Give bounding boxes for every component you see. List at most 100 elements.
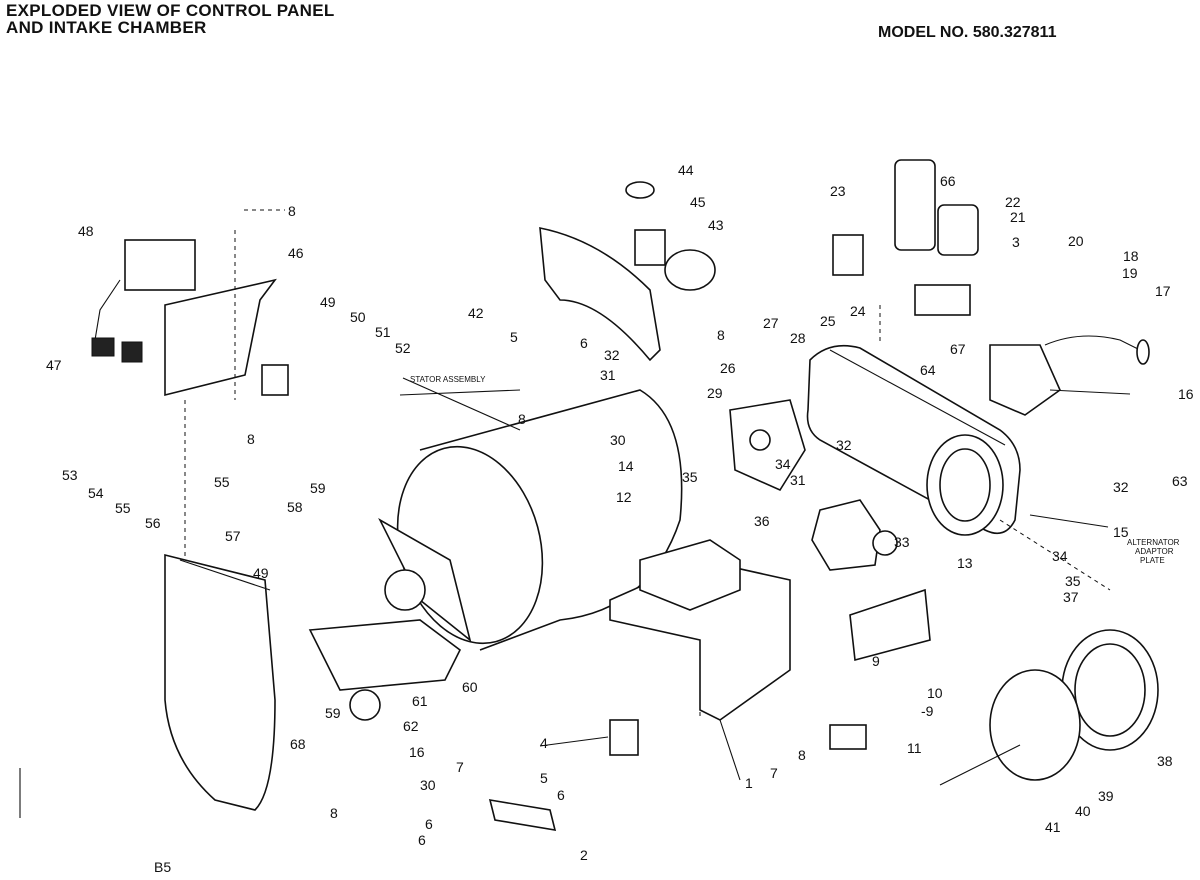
callout-35: 16	[1178, 386, 1194, 402]
callout-15: 32	[604, 347, 620, 363]
callout-38: 15	[1113, 524, 1129, 540]
callout-78: 7	[770, 765, 778, 781]
callout-43: 8	[247, 431, 255, 447]
callout-32: 25	[820, 313, 836, 329]
callout-68: 30	[420, 777, 436, 793]
callout-9: 44	[678, 162, 694, 178]
plate-label: PLATE	[1140, 556, 1165, 565]
air-band-drawing	[939, 629, 1159, 786]
callout-85: 39	[1098, 788, 1114, 804]
callout-36: 63	[1172, 473, 1188, 489]
callout-60: 35	[1065, 573, 1081, 589]
callout-22: 23	[830, 183, 846, 199]
callout-37: 32	[1113, 479, 1129, 495]
bottom-parts-drawing	[349, 689, 867, 831]
callout-48: 49	[253, 565, 269, 581]
callout-28: 18	[1123, 248, 1139, 264]
callout-30: 17	[1155, 283, 1171, 299]
callout-77: 1	[745, 775, 753, 791]
callout-4: 49	[320, 294, 336, 310]
callout-33: 67	[950, 341, 966, 357]
callout-81: 10	[927, 685, 943, 701]
callout-45: 59	[310, 480, 326, 496]
leader-lines	[19, 209, 1131, 818]
callout-71: 5	[540, 770, 548, 786]
callout-80: 9	[872, 653, 880, 669]
callout-58: 13	[957, 555, 973, 571]
callout-55: 31	[790, 472, 806, 488]
callout-3: 47	[46, 357, 62, 373]
callout-16: 31	[600, 367, 616, 383]
callout-8: 42	[468, 305, 484, 321]
mounting-bracket-drawing	[308, 619, 462, 691]
callout-74: 6	[418, 832, 426, 848]
callout-67: 16	[409, 744, 425, 760]
callout-52: 35	[682, 469, 698, 485]
callout-51: 14	[618, 458, 634, 474]
page-code: B5	[154, 859, 171, 875]
model-number: MODEL NO. 580.327811	[878, 24, 1057, 41]
callout-31: 24	[850, 303, 866, 319]
callout-87: 41	[1045, 819, 1061, 835]
callout-41: 55	[115, 500, 131, 516]
callout-0: 8	[288, 203, 296, 219]
callout-42: 56	[145, 515, 161, 531]
callout-40: 54	[88, 485, 104, 501]
callout-86: 40	[1075, 803, 1091, 819]
callout-7: 52	[395, 340, 411, 356]
callout-64: 59	[325, 705, 341, 721]
callout-46: 58	[287, 499, 303, 515]
callout-25: 21	[1010, 209, 1026, 225]
callout-47: 57	[225, 528, 241, 544]
callout-84: 38	[1157, 753, 1173, 769]
callout-83: 11	[907, 740, 922, 756]
callout-10: 45	[690, 194, 706, 210]
diagram-title: EXPLODED VIEW OF CONTROL PANEL AND INTAK…	[6, 2, 335, 36]
bracket-13-drawing	[849, 588, 931, 662]
callout-1: 48	[78, 223, 94, 239]
callout-72: 6	[557, 787, 565, 803]
callout-54: 34	[775, 456, 791, 472]
callout-63: 61	[412, 693, 428, 709]
callout-69: 4	[540, 735, 548, 751]
callout-39: 53	[62, 467, 78, 483]
callout-66: 68	[290, 736, 306, 752]
callout-53: 36	[754, 513, 770, 529]
callout-11: 43	[708, 217, 724, 233]
pump-drawing	[811, 499, 898, 571]
alternator-label: ALTERNATOR	[1127, 538, 1180, 547]
callout-29: 19	[1122, 265, 1138, 281]
callout-19: 26	[720, 360, 736, 376]
control-panel-drawing	[609, 539, 791, 721]
callout-14: 8	[717, 327, 725, 343]
solenoid-valve-drawing	[729, 399, 806, 492]
callout-70: 7	[456, 759, 464, 775]
callout-44: 55	[214, 474, 230, 490]
upper-middle-bracket-drawing	[539, 181, 716, 362]
callout-56: 32	[836, 437, 852, 453]
callout-21: 28	[790, 330, 806, 346]
callout-34: 64	[920, 362, 936, 378]
upper-left-bracket-drawing	[91, 239, 289, 397]
callout-12: 5	[510, 329, 518, 345]
callout-27: 20	[1068, 233, 1084, 249]
callout-24: 22	[1005, 194, 1021, 210]
callout-49: 8	[518, 411, 526, 427]
title-line-2: AND INTAKE CHAMBER	[6, 18, 207, 37]
title-line-1: EXPLODED VIEW OF CONTROL PANEL	[6, 1, 335, 20]
callout-59: 34	[1052, 548, 1068, 564]
callout-61: 37	[1063, 589, 1079, 605]
callout-17: 30	[610, 432, 626, 448]
callout-5: 50	[350, 309, 366, 325]
intake-chamber-drawing	[806, 344, 1021, 536]
callout-20: 27	[763, 315, 779, 331]
callout-18: 29	[707, 385, 723, 401]
callout-65: 62	[403, 718, 419, 734]
callout-50: 12	[616, 489, 632, 505]
adaptor-label: ADAPTOR	[1135, 547, 1174, 556]
stator-assembly-drawing	[378, 389, 683, 651]
callout-76: 8	[330, 805, 338, 821]
intake-cover-drawing	[164, 553, 276, 811]
